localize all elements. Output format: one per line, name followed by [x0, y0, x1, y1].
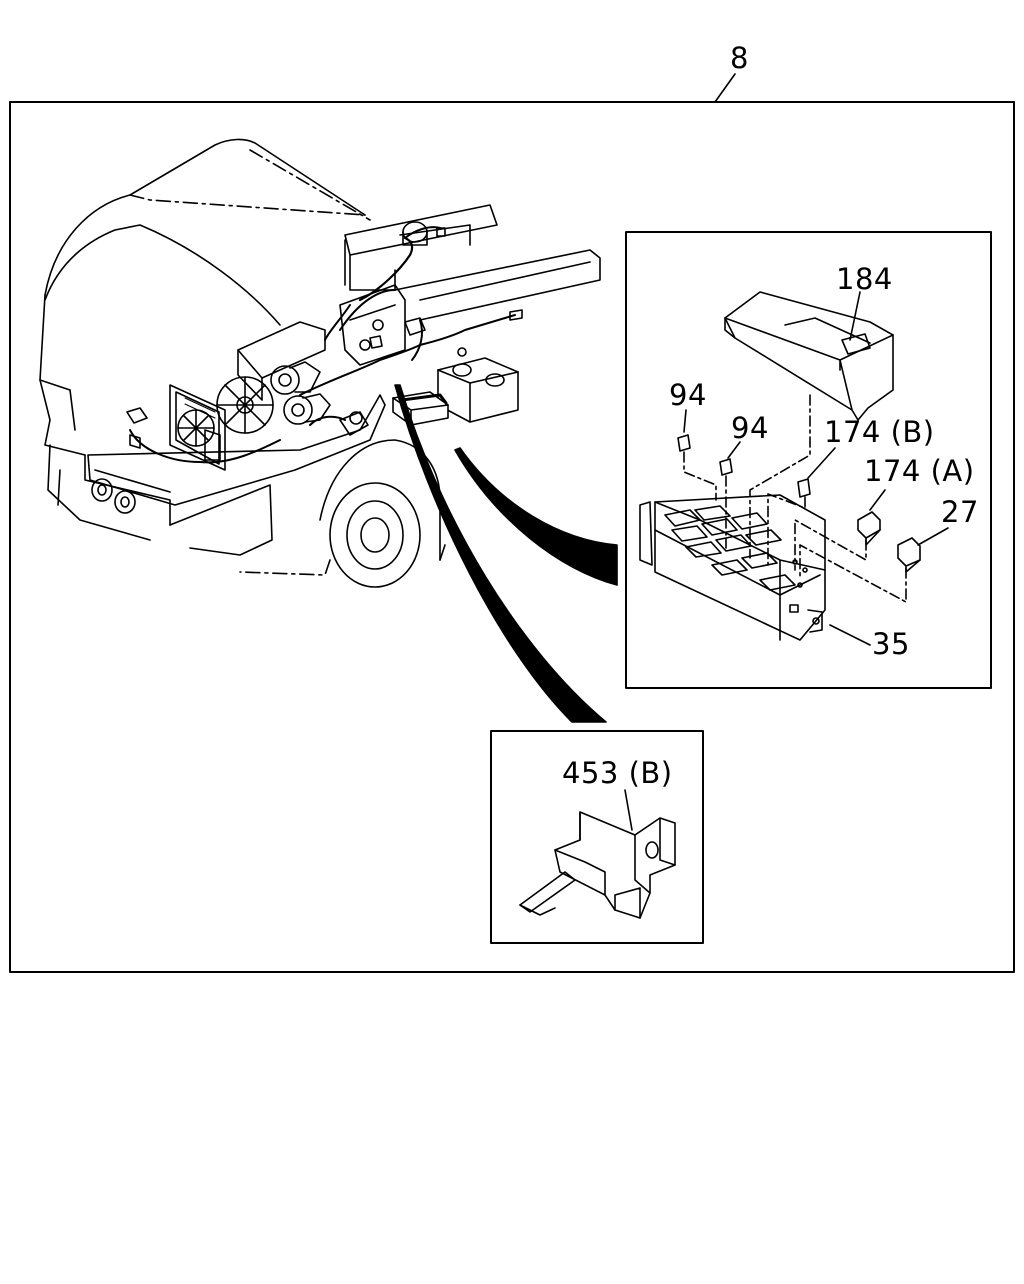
callout-relay-a-label: 174 (A) — [864, 454, 975, 488]
callout-fuse-relay-label: 27 — [941, 495, 979, 529]
callout-relay-small-1-label: 94 — [669, 378, 707, 412]
bracket-detail — [519, 789, 676, 919]
callout-wedge-bracket — [394, 384, 607, 723]
callout-cover-label: 184 — [836, 262, 893, 296]
callout-relay-small-2-label: 94 — [731, 411, 769, 445]
callout-relay-b-label: 174 (B) — [824, 415, 935, 449]
figure-leader — [714, 73, 736, 103]
callout-wedge-fusebox — [454, 447, 618, 586]
figure-number-label: 8 — [730, 41, 749, 75]
callout-bracket-label: 453 (B) — [562, 756, 673, 790]
outer-frame — [9, 101, 1015, 973]
fusebox-detail — [639, 291, 949, 646]
callout-fuse-box-label: 35 — [872, 627, 910, 661]
